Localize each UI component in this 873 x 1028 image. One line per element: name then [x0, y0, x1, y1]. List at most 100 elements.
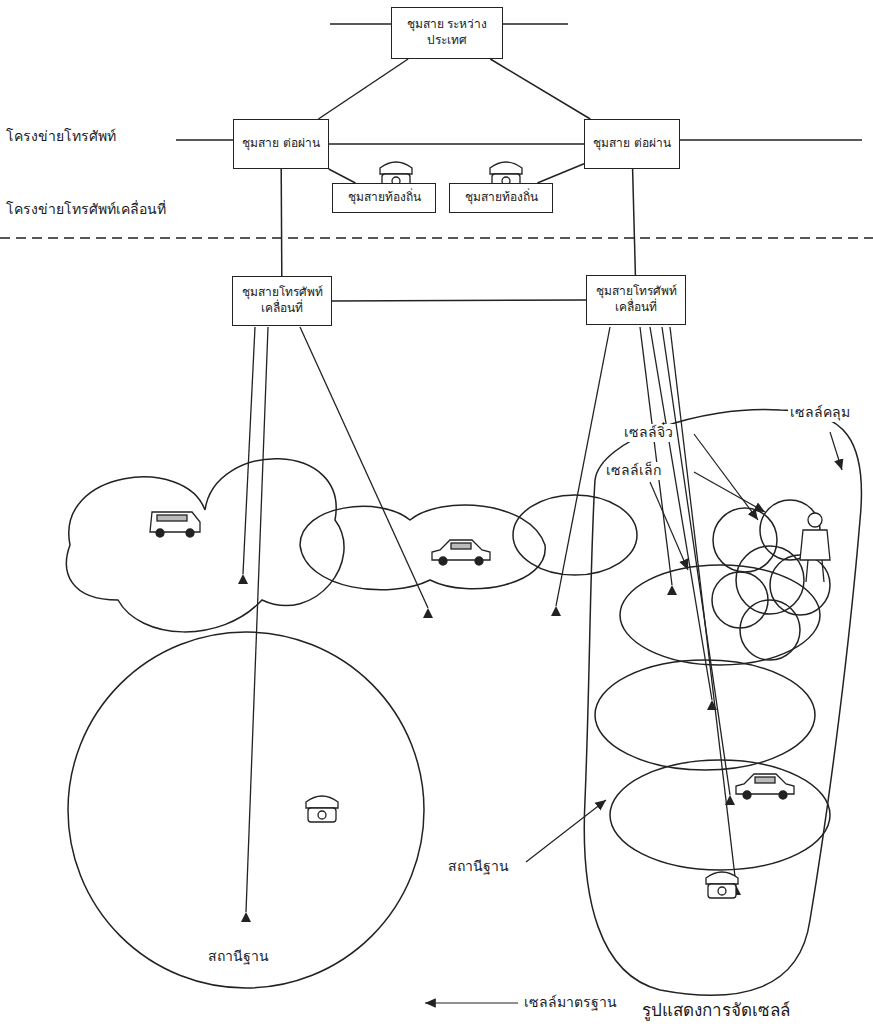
- wheel: [475, 557, 483, 565]
- exchange-box: ชุมสาย ระหว่างประเทศ: [391, 7, 503, 59]
- handset: [490, 162, 522, 174]
- exchange-box: ชุมสายท้องถิ่น: [449, 183, 553, 213]
- trunk-connector: [633, 169, 636, 275]
- exchange-box: ชุมสาย ต่อผ่าน: [233, 119, 329, 169]
- telephone-icon: [306, 796, 338, 822]
- box-text: ชุมสายท้องถิ่น: [465, 190, 538, 206]
- person-icon: [800, 513, 830, 582]
- box-text: ชุมสาย ต่อผ่าน: [593, 136, 671, 152]
- box-text: ชุมสาย ต่อผ่าน: [242, 136, 320, 152]
- cell-outlines: [66, 410, 861, 996]
- phone-base: [708, 884, 736, 898]
- micro-cell: [713, 508, 777, 572]
- feeder-line: [662, 327, 730, 795]
- box-text: ชุมสาย ระหว่างประเทศ: [398, 17, 496, 48]
- car-window: [755, 777, 775, 783]
- trunk-connector: [280, 169, 282, 276]
- leader-line: [694, 472, 765, 512]
- annotation-label: เซลล์มาตรฐาน: [522, 994, 619, 1012]
- feeder-line: [650, 327, 712, 700]
- feeder-lines: [243, 327, 736, 912]
- trunk-line: [330, 23, 393, 25]
- trunk-connector: [329, 169, 356, 183]
- small-cell: [620, 565, 820, 665]
- trunk-line: [677, 139, 862, 141]
- handset: [380, 162, 412, 174]
- network-divider: [0, 237, 873, 239]
- feeder-line: [300, 327, 428, 608]
- wheel: [743, 791, 751, 799]
- small-cell: [595, 660, 815, 770]
- car-window: [451, 543, 471, 549]
- trunk-connector: [329, 143, 584, 145]
- feeder-line: [246, 327, 268, 912]
- lobed-cell: [300, 505, 545, 590]
- wheel: [439, 557, 447, 565]
- head: [808, 513, 822, 527]
- annotation-label: สถานีฐาน: [446, 858, 511, 876]
- box-text: ชุมสายโทรศัพท์ เคลื่อนที่: [239, 285, 325, 316]
- leg: [806, 560, 808, 582]
- annotation-label: เซลล์จิ๋ว: [622, 424, 675, 442]
- exchange-box: ชุมสายท้องถิ่น: [332, 183, 436, 213]
- annotation-label: สถานีฐาน: [206, 948, 271, 966]
- box-text: ชุมสายโทรศัพท์ เคลื่อนที่: [593, 284, 679, 315]
- feeder-line: [243, 327, 255, 574]
- feeder-line: [556, 327, 610, 606]
- base-station-antennas: [238, 574, 741, 922]
- umbrella-cell: [584, 410, 861, 996]
- telephones: [306, 162, 738, 898]
- antenna: [707, 700, 717, 710]
- cell: [513, 495, 637, 575]
- dial: [718, 887, 726, 895]
- leader-line: [830, 432, 842, 470]
- exchange-box: ชุมสายโทรศัพท์ เคลื่อนที่: [232, 276, 332, 326]
- small-cell: [610, 760, 830, 870]
- micro-cell: [712, 572, 768, 628]
- caption: รูปแสดงการจัดเซลล์: [640, 1000, 792, 1021]
- annotation-label: เซลล์เล็ก: [604, 462, 663, 480]
- van-body: [150, 512, 200, 532]
- trunk-connector: [332, 299, 586, 301]
- antenna: [551, 606, 561, 616]
- leader-line: [650, 482, 688, 570]
- trunk-connector: [537, 164, 584, 183]
- wheel: [156, 529, 164, 537]
- phone-base: [308, 808, 336, 822]
- car-icon: [432, 540, 490, 565]
- leg: [822, 560, 824, 582]
- antenna: [238, 574, 248, 584]
- wheel: [186, 529, 194, 537]
- handset: [706, 872, 738, 884]
- van-icon: [150, 512, 200, 537]
- handset: [306, 796, 338, 808]
- vehicles: [150, 512, 794, 799]
- trunk-connector: [490, 59, 590, 119]
- telephone-icon: [706, 872, 738, 898]
- antenna: [725, 795, 735, 805]
- leader-line: [526, 800, 606, 862]
- trunk-connector: [318, 59, 408, 119]
- exchange-box: ชุมสายโทรศัพท์ เคลื่อนที่: [586, 275, 686, 325]
- micro-cell: [770, 555, 830, 615]
- annotation-label: เซลล์คลุม: [788, 404, 852, 422]
- micro-cell: [740, 600, 800, 660]
- antenna: [667, 585, 677, 595]
- exchange-box: ชุมสาย ต่อผ่าน: [584, 119, 680, 169]
- van-window: [157, 515, 187, 521]
- annotation-label: โครงข่ายโทรศัพท์เคลื่อนที่: [4, 201, 168, 219]
- leader-lines: [425, 432, 842, 1003]
- feeder-line: [670, 327, 736, 885]
- antenna: [241, 912, 251, 922]
- body: [800, 530, 830, 560]
- box-text: ชุมสายท้องถิ่น: [348, 190, 421, 206]
- antenna: [423, 608, 433, 618]
- trunk-line: [500, 23, 568, 25]
- annotation-label: โครงข่ายโทรศัพท์: [4, 128, 118, 146]
- car-icon: [736, 774, 794, 799]
- leader-line: [425, 1002, 518, 1003]
- standard-cell: [68, 632, 424, 988]
- wheel: [779, 791, 787, 799]
